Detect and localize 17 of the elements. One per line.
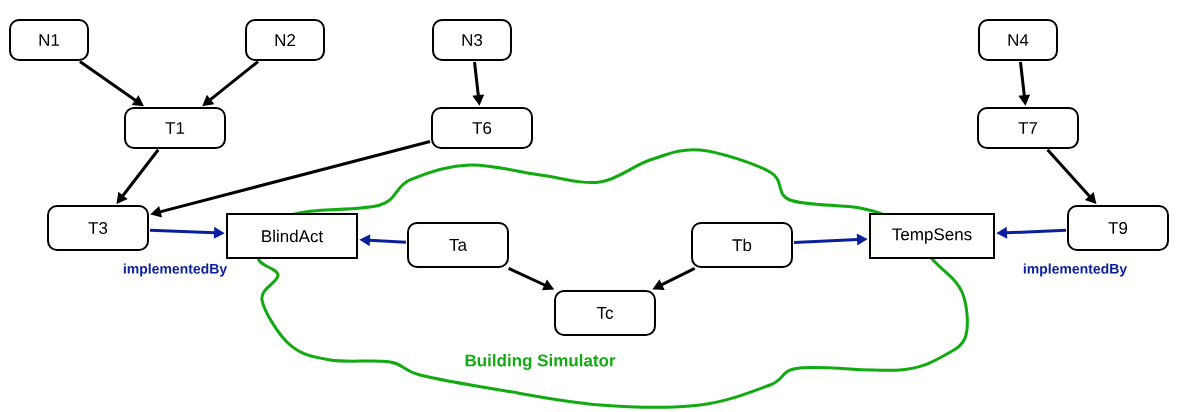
- edge-label: implementedBy: [123, 263, 228, 277]
- rounded-box: N4: [978, 19, 1058, 61]
- rounded-box: Ta: [407, 222, 509, 268]
- rounded-box: Tc: [554, 290, 656, 336]
- rounded-box: T3: [47, 205, 149, 251]
- rounded-box: N3: [432, 19, 512, 61]
- component-box: BlindAct: [226, 213, 358, 259]
- arrow: [116, 148, 160, 204]
- rounded-box: N1: [9, 19, 89, 61]
- component-box: TempSens: [869, 213, 995, 259]
- rounded-box: T7: [977, 107, 1079, 149]
- rounded-box: T1: [124, 107, 226, 149]
- edge-label: implementedBy: [1023, 263, 1128, 277]
- rounded-box: N2: [245, 19, 325, 61]
- rounded-box: T9: [1067, 205, 1169, 251]
- rounded-box: T6: [431, 107, 533, 149]
- rounded-box: Tb: [691, 222, 793, 268]
